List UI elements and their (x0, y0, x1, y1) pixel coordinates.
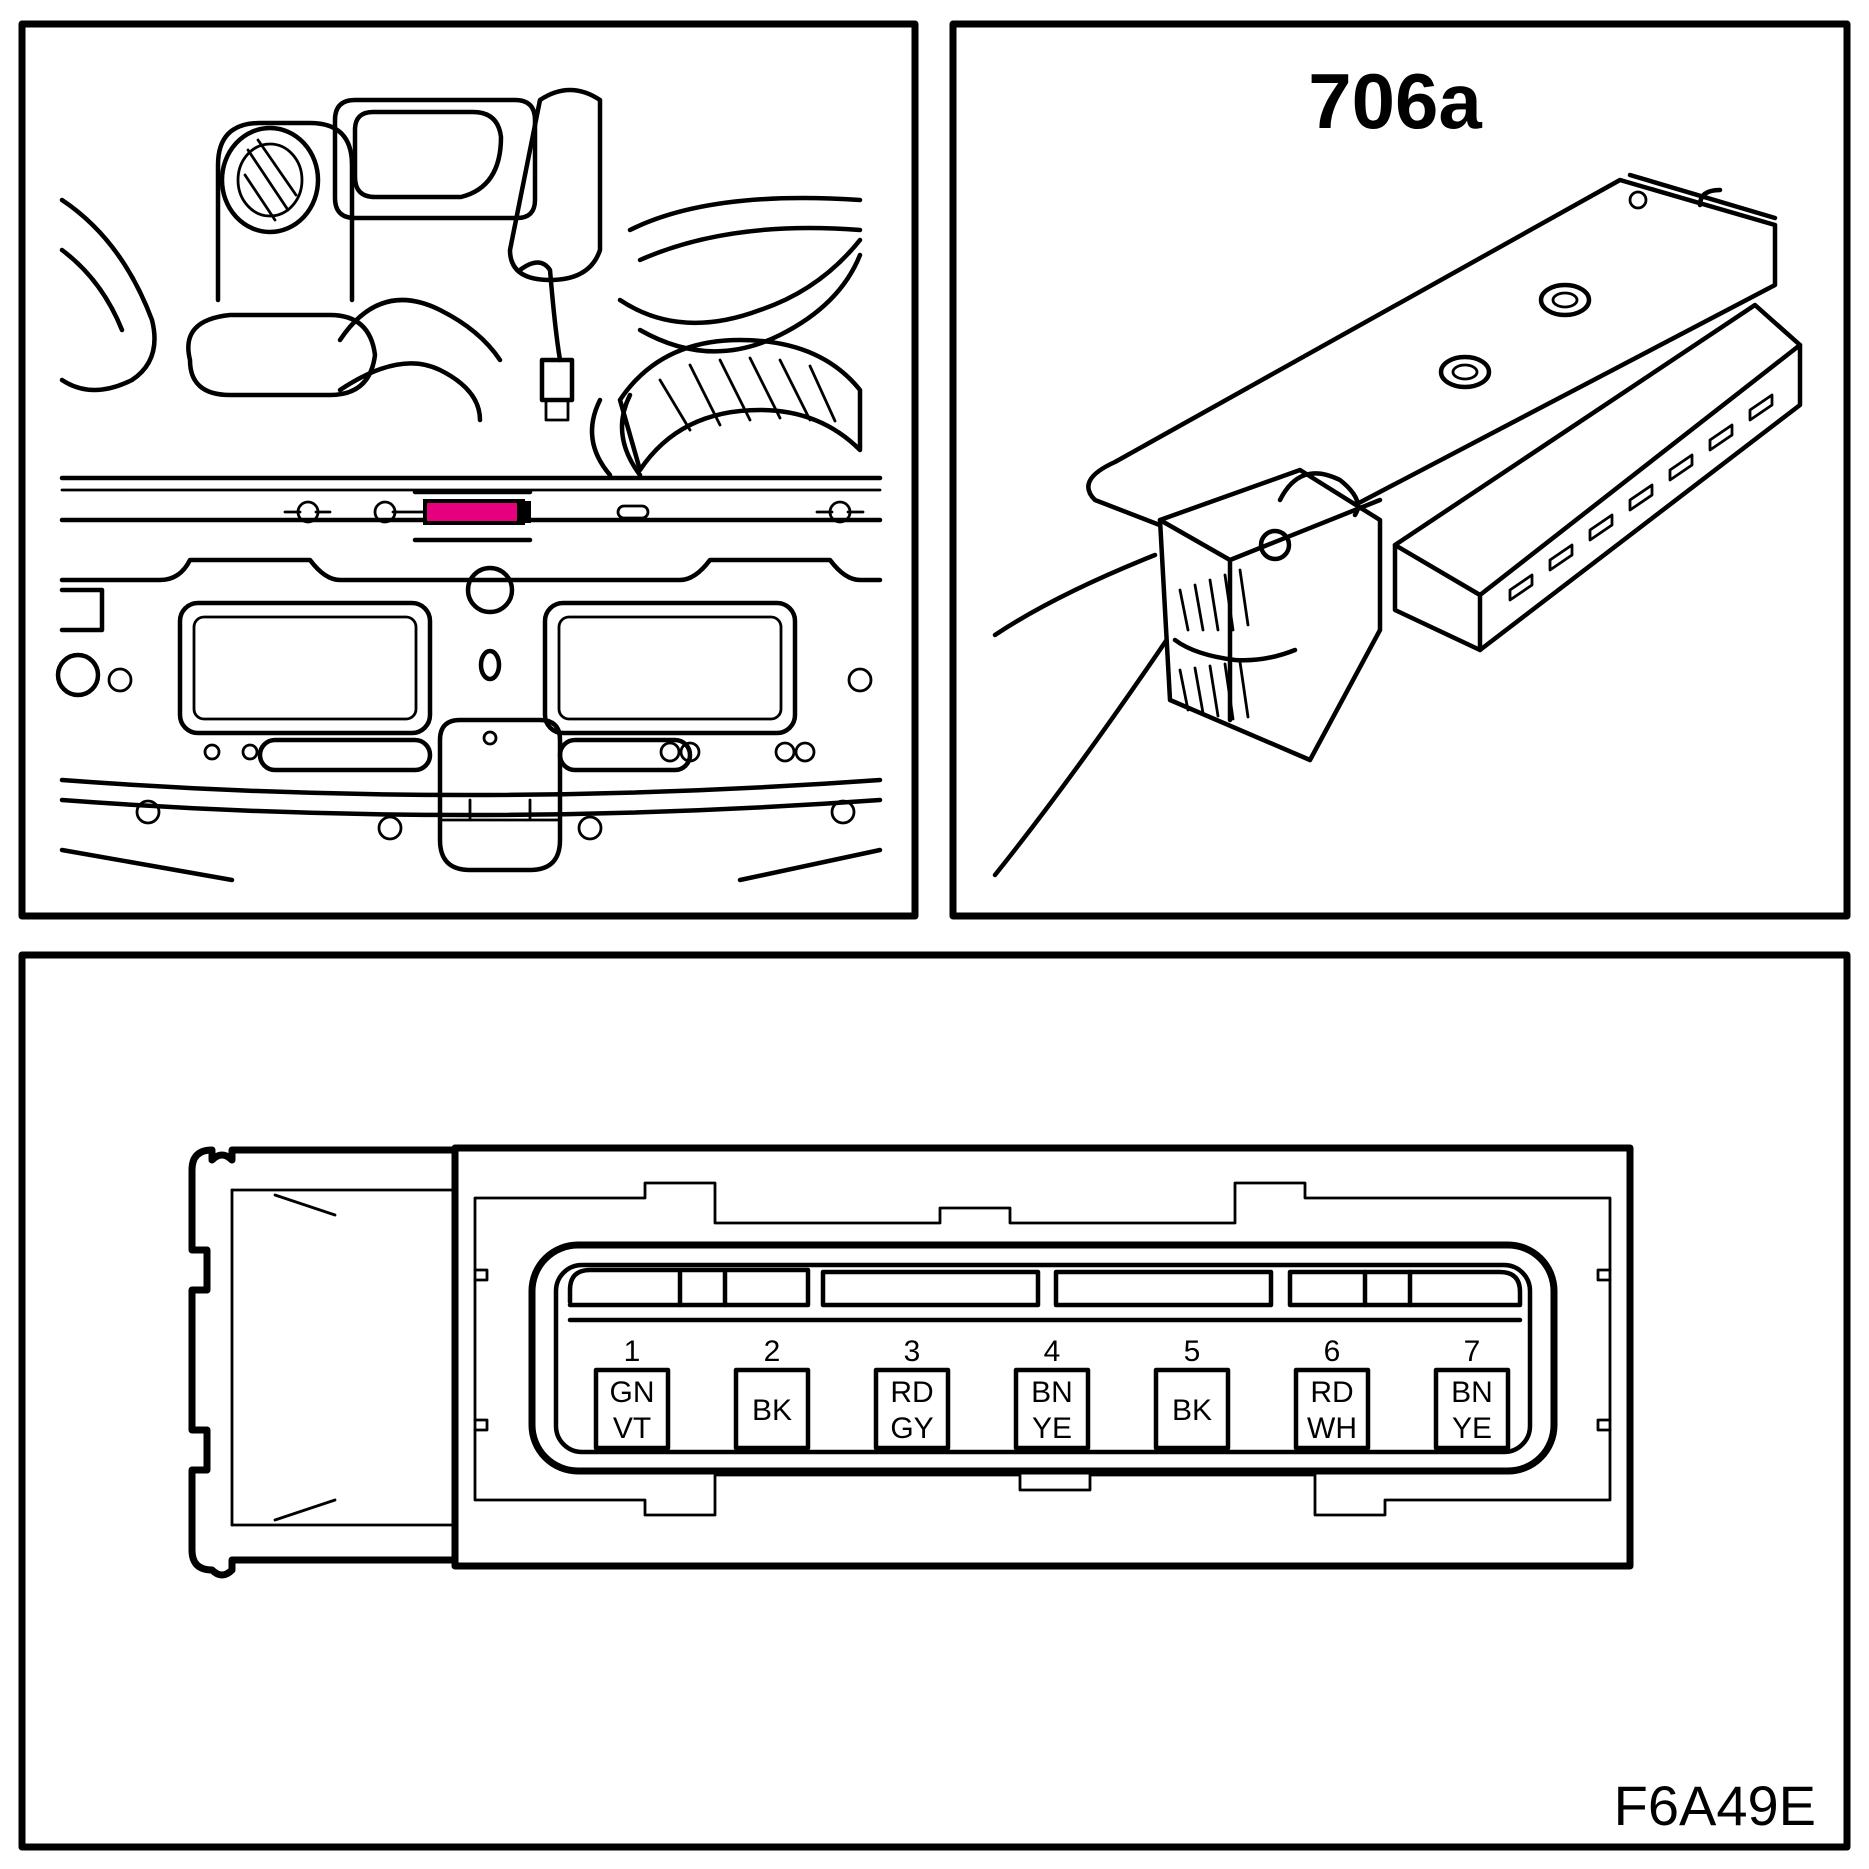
wire-color-secondary: WH (1307, 1412, 1357, 1445)
pin-number: 3 (904, 1335, 921, 1368)
pin-number: 2 (764, 1335, 781, 1368)
wire-color-primary: BN (1451, 1376, 1493, 1409)
wire-color-secondary: YE (1452, 1412, 1492, 1445)
pin-housing (528, 1241, 1558, 1475)
connector-location-highlight (423, 499, 525, 525)
pin-5: 5BK (1153, 1335, 1231, 1451)
connector-body (451, 1144, 1634, 1570)
connector-latch (188, 1146, 459, 1579)
wire-color-primary: BK (752, 1394, 792, 1427)
pin-2: 2BK (733, 1335, 811, 1451)
wire-color-primary: RD (1310, 1376, 1353, 1409)
pin-cavity (593, 1367, 671, 1451)
wire-color-primary: BN (1031, 1376, 1073, 1409)
wire-color-secondary: GY (890, 1412, 933, 1445)
pin-cavity (1293, 1367, 1371, 1451)
connector-perspective-panel: 706a (949, 20, 1851, 920)
wire-color-secondary: YE (1032, 1412, 1072, 1445)
wire-color-primary: BK (1172, 1394, 1212, 1427)
connector-3d-illustration (992, 172, 1803, 878)
pin-cavity (1153, 1367, 1231, 1451)
pin-cavity (1013, 1367, 1091, 1451)
location-panel (18, 20, 919, 920)
pin-number: 4 (1044, 1335, 1061, 1368)
engine-bay-illustration (55, 87, 883, 883)
wire-color-primary: RD (890, 1376, 933, 1409)
pin-cavity (873, 1367, 951, 1451)
wire-color-secondary: VT (613, 1412, 651, 1445)
pin-cavity (1433, 1367, 1511, 1451)
pin-number: 5 (1184, 1335, 1201, 1368)
pin-number: 7 (1464, 1335, 1481, 1368)
pin-cavity (733, 1367, 811, 1451)
figure-code: F6A49E (1614, 1774, 1816, 1837)
wire-color-primary: GN (610, 1376, 655, 1409)
connector-title: 706a (1308, 57, 1482, 145)
pin-number: 6 (1324, 1335, 1341, 1368)
cross-member-slots (283, 500, 865, 524)
pin-number: 1 (624, 1335, 641, 1368)
